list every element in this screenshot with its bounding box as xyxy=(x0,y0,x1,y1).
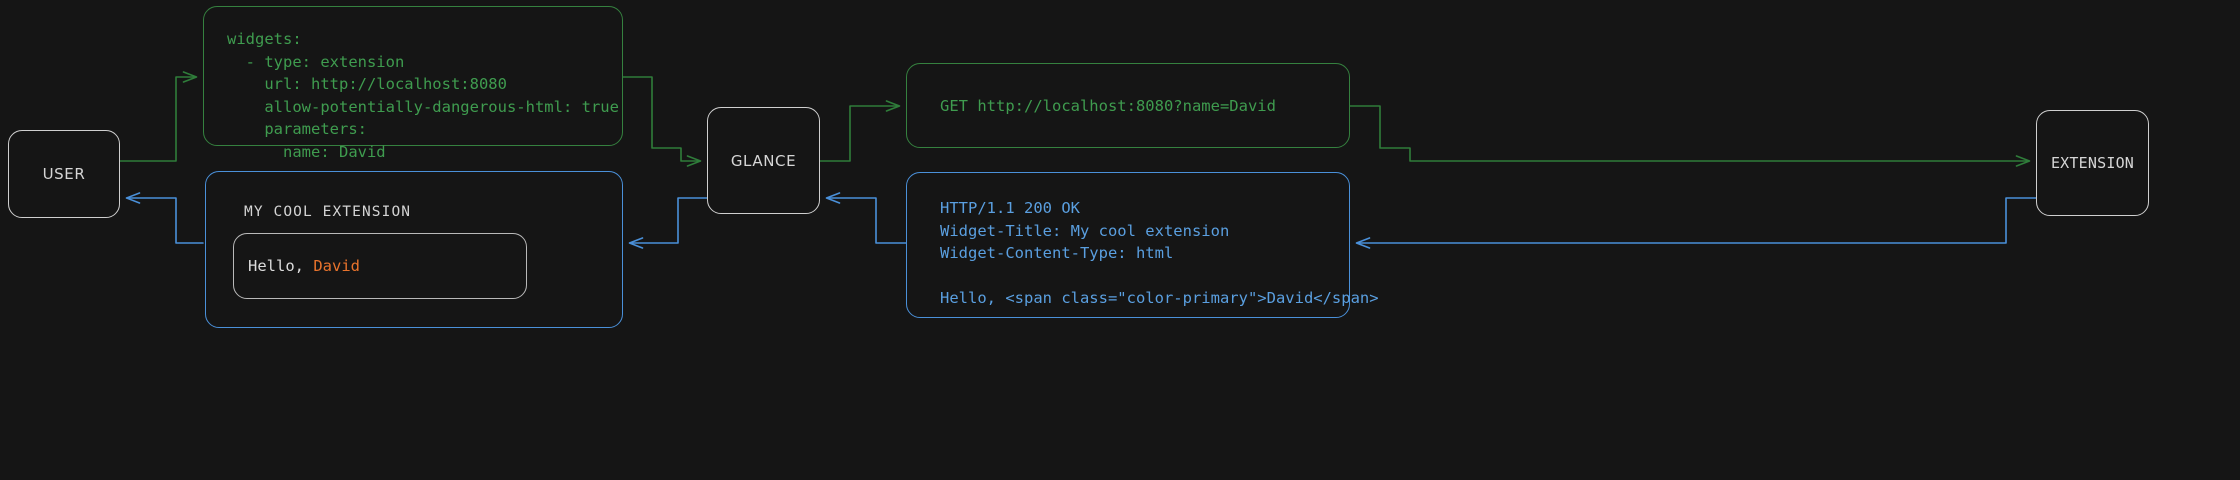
widget-box[interactable]: MY COOL EXTENSION Hello, David xyxy=(205,171,623,328)
widget-card: Hello, David xyxy=(233,233,527,299)
connector-glance-to-request xyxy=(819,100,901,162)
widget-greeting-name: David xyxy=(313,257,360,275)
node-user[interactable]: USER xyxy=(8,130,120,218)
node-extension[interactable]: EXTENSION xyxy=(2036,110,2149,216)
connector-extension-to-response xyxy=(1355,197,2037,249)
node-glance-label: GLANCE xyxy=(730,151,797,170)
node-user-label: USER xyxy=(42,165,86,183)
config-box-text: widgets: - type: extension url: http://l… xyxy=(227,30,619,161)
node-glance[interactable]: GLANCE xyxy=(707,107,820,214)
widget-card-greeting: Hello, David xyxy=(234,257,360,275)
widget-box-title: MY COOL EXTENSION xyxy=(244,204,412,220)
request-box[interactable]: GET http://localhost:8080?name=David xyxy=(906,63,1350,148)
config-box[interactable]: widgets: - type: extension url: http://l… xyxy=(203,6,623,161)
node-extension-label: EXTENSION xyxy=(2050,154,2135,172)
connector-config-to-glance xyxy=(622,76,702,167)
request-box-text: GET http://localhost:8080?name=David xyxy=(940,97,1276,115)
connector-widget-to-user xyxy=(125,192,204,244)
connector-glance-to-widget xyxy=(628,197,708,249)
connector-user-to-config xyxy=(119,71,198,162)
response-box[interactable]: HTTP/1.1 200 OK Widget-Title: My cool ex… xyxy=(906,172,1379,318)
widget-greeting-prefix: Hello, xyxy=(248,257,314,275)
connector-request-to-extension xyxy=(1349,105,2031,167)
response-box-text: HTTP/1.1 200 OK Widget-Title: My cool ex… xyxy=(940,199,1379,308)
connector-response-to-glance xyxy=(825,192,907,244)
